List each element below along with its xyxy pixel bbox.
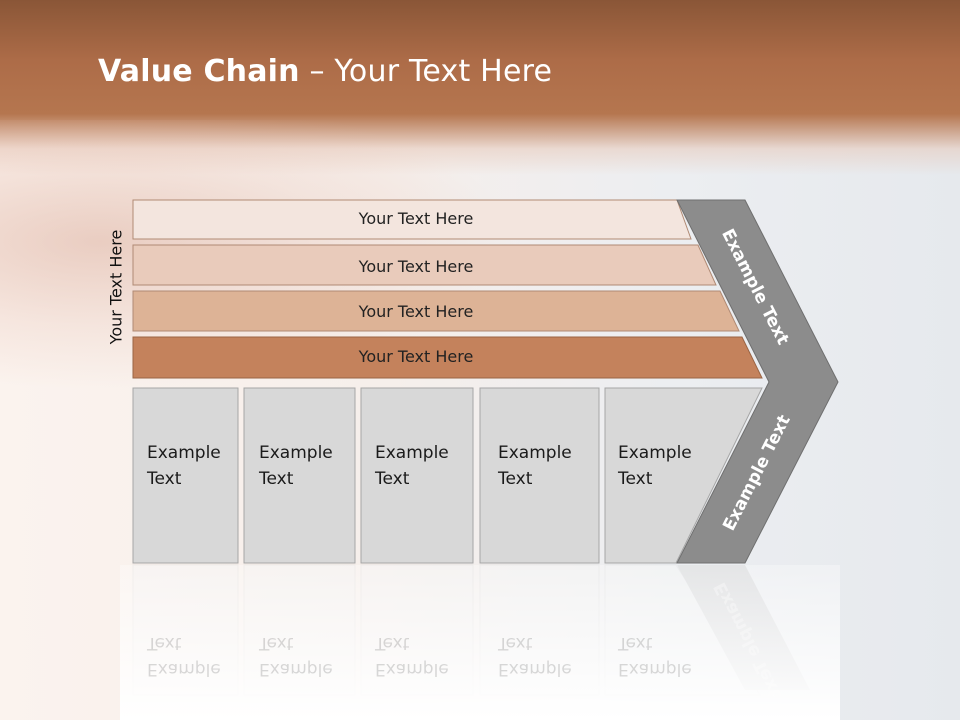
box-2-reflection-line1: Example: [259, 659, 333, 679]
example-box-5: [604, 387, 763, 564]
box-2-reflection-line2: Text: [259, 633, 294, 653]
box-3-reflection-line1: Example: [375, 659, 449, 679]
bar-2-label: Your Text Here: [358, 257, 474, 276]
chevron-arrow: [676, 199, 839, 564]
box-2-reflection-text: Example Text: [259, 630, 333, 682]
box-4-reflection-line1: Example: [498, 659, 572, 679]
box-1-line1: Example: [147, 443, 221, 463]
box-5-line1: Example: [618, 443, 692, 463]
bar-4-label: Your Text Here: [358, 347, 474, 366]
header-band: [0, 0, 960, 175]
box-3-reflection-line2: Text: [375, 633, 410, 653]
value-bar-2: [132, 244, 717, 286]
box-4-reflection-text: Example Text: [498, 630, 572, 682]
value-bar-4: [132, 336, 763, 379]
box-1-reflection-text: Example Text: [147, 630, 221, 682]
box-2-line2: Text: [259, 469, 294, 489]
box-5-reflection-text: Example Text: [618, 630, 692, 682]
example-box-3: [360, 387, 474, 564]
box-4-line2: Text: [498, 469, 533, 489]
title-rest: – Your Text Here: [299, 54, 553, 89]
box-5-line2: Text: [618, 469, 653, 489]
box-1-reflection-line1: Example: [147, 659, 221, 679]
value-bar-3: [132, 290, 740, 332]
bar-1-label: Your Text Here: [358, 209, 474, 228]
box-3-line1: Example: [375, 443, 449, 463]
box-1-reflection-line2: Text: [147, 633, 182, 653]
title-bold: Value Chain: [98, 54, 300, 89]
bar-3-label: Your Text Here: [358, 302, 474, 321]
example-box-2: [243, 387, 356, 564]
box-2-line1: Example: [259, 443, 333, 463]
reflection-fade: [120, 565, 840, 720]
box-3-line2: Text: [375, 469, 410, 489]
box-1-line2: Text: [147, 469, 182, 489]
box-5-reflection-line2: Text: [618, 633, 653, 653]
box-3-reflection-text: Example Text: [375, 630, 449, 682]
example-box-1: [132, 387, 239, 564]
box-5-reflection-line1: Example: [618, 659, 692, 679]
value-bar-1: [132, 199, 692, 240]
box-4-line1: Example: [498, 443, 572, 463]
slide-title: Value Chain – Your Text Here: [98, 54, 552, 89]
box-4-reflection-line2: Text: [498, 633, 533, 653]
example-box-4: [479, 387, 600, 564]
